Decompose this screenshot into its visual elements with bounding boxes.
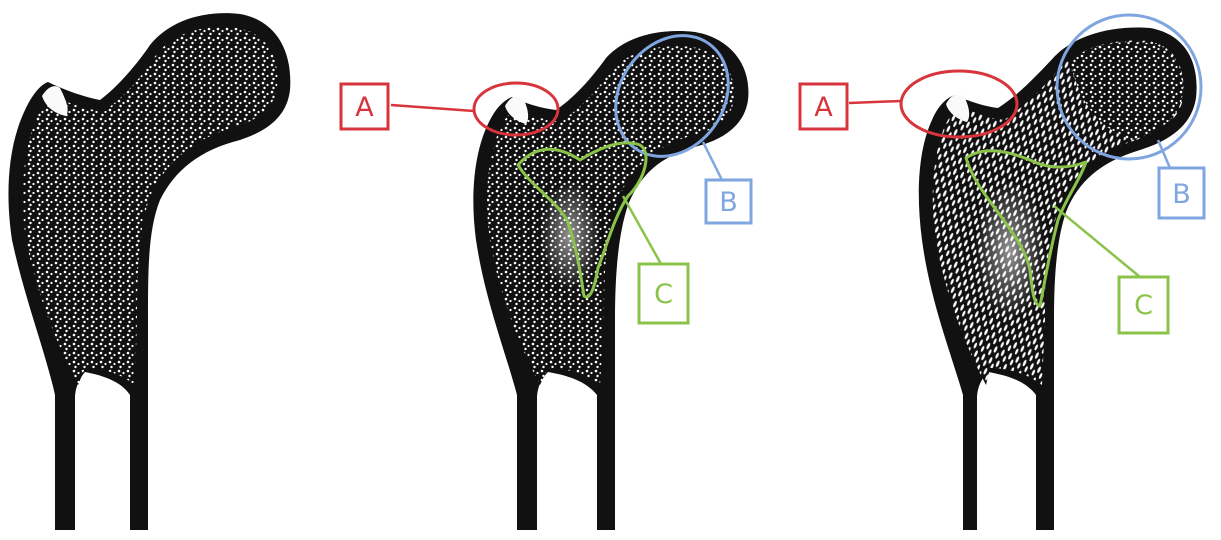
femur-1 bbox=[8, 13, 290, 530]
label-b-3: B bbox=[1172, 179, 1191, 210]
region-a-leader-3 bbox=[849, 101, 901, 103]
region-b-leader-2 bbox=[703, 142, 722, 180]
label-b-2: B bbox=[719, 187, 738, 218]
region-b-leader-3 bbox=[1158, 140, 1170, 168]
region-c-leader-3 bbox=[1054, 206, 1140, 277]
label-c-2: C bbox=[654, 279, 673, 310]
label-a-2: A bbox=[355, 92, 374, 123]
femur-2-sparse-zone bbox=[540, 180, 600, 290]
region-a-leader-2 bbox=[391, 105, 474, 111]
femur-2 bbox=[473, 31, 748, 530]
label-c-3: C bbox=[1134, 290, 1153, 321]
region-c-leader-2 bbox=[623, 196, 661, 264]
label-a-3: A bbox=[814, 92, 833, 123]
